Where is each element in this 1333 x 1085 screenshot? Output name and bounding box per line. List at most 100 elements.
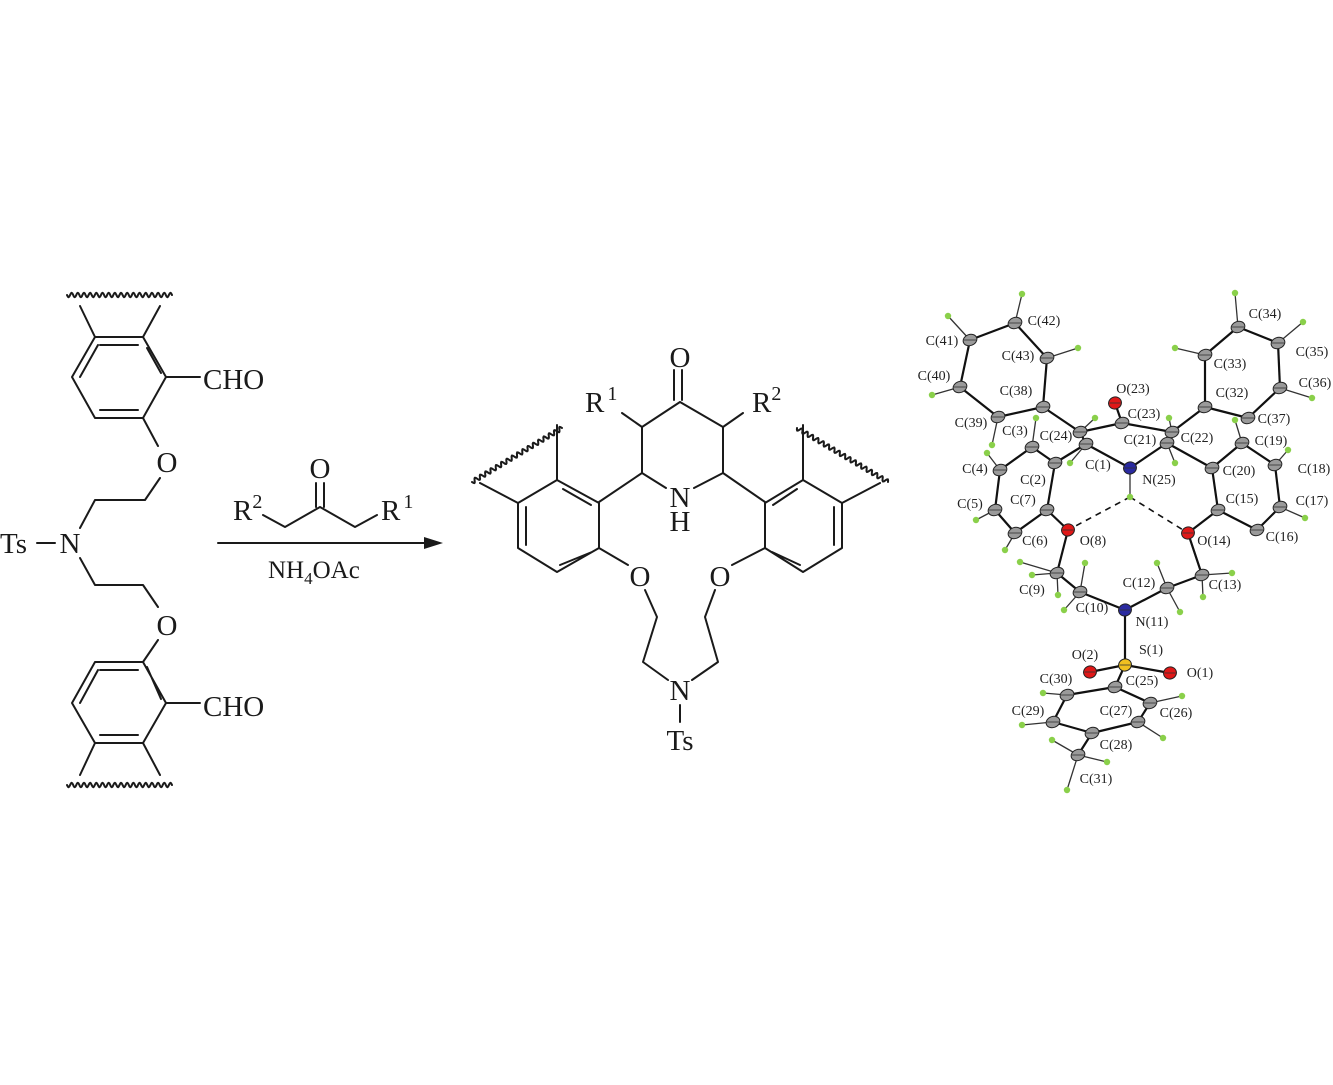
crystal-hydrogen-atom xyxy=(1001,546,1009,554)
reactant-linker xyxy=(36,417,161,608)
crystal-atom-label: C(6) xyxy=(1022,534,1048,549)
piperidone-ring xyxy=(598,369,766,503)
reaction-arrow-head xyxy=(424,537,443,549)
crystal-hydrogen-atom xyxy=(972,516,980,524)
product-r2-letter: R xyxy=(752,387,772,419)
crystal-atom-label: C(35) xyxy=(1296,345,1329,360)
crystal-atom-label: O(2) xyxy=(1072,648,1099,663)
crystal-hydrogen-atom xyxy=(1074,344,1082,352)
crystal-hydrogen-atom xyxy=(1308,394,1316,402)
crystal-bond xyxy=(1241,442,1276,466)
crystal-atom-label: C(12) xyxy=(1123,576,1156,591)
crystal-hydrogen-atom xyxy=(944,312,952,320)
product-nh-nitrogen: N xyxy=(670,482,691,514)
crystal-atom-label: C(34) xyxy=(1249,307,1282,322)
crystal-hydrogen-atom xyxy=(1199,593,1207,601)
ketone-r2-superscript: 2 xyxy=(252,491,262,513)
crystal-hydrogen-atom xyxy=(1153,559,1161,567)
crystal-atom-label: C(43) xyxy=(1002,349,1035,364)
crystal-hydrogen-atom xyxy=(1228,569,1236,577)
crystal-atom-label: C(1) xyxy=(1085,458,1111,473)
crystal-hydrogen-atom xyxy=(1299,318,1307,326)
tosyl-label: Ts xyxy=(0,528,27,560)
crystal-atom-label: C(7) xyxy=(1010,493,1036,508)
crystal-hydrogen-atom xyxy=(1178,692,1186,700)
crystal-hydrogen-atom xyxy=(1231,289,1239,297)
crystal-atom-label: C(18) xyxy=(1298,462,1331,477)
ketone-skeleton xyxy=(262,482,378,528)
crystal-atom-labels: C(42)C(41)C(43)C(40)C(38)C(39)C(3)C(24)C… xyxy=(918,307,1332,787)
product-left-ring xyxy=(479,424,629,573)
crystal-bond xyxy=(1247,387,1281,419)
crystal-bond xyxy=(1121,421,1173,434)
crystal-bond xyxy=(958,339,972,388)
ether-oxygen-bottom: O xyxy=(157,610,178,642)
product-amine-nitrogen: N xyxy=(670,675,691,707)
product-ether-oxygen-right: O xyxy=(710,561,731,593)
crystal-atom-label: C(20) xyxy=(1223,464,1256,479)
product-nh-hydrogen: H xyxy=(670,506,691,538)
crystal-hydrogen-atom xyxy=(1066,459,1074,467)
crystal-atom-label: C(31) xyxy=(1080,772,1113,787)
crystal-atom-label: C(13) xyxy=(1209,578,1242,593)
crystal-bond xyxy=(1276,342,1282,389)
aldehyde-top-label: CHO xyxy=(203,364,264,396)
crystal-bond xyxy=(997,405,1044,419)
crystal-hydrogen-atom xyxy=(1171,344,1179,352)
crystal-bond xyxy=(959,386,999,418)
crystal-bond xyxy=(1166,442,1213,469)
crystal-atom-label: C(37) xyxy=(1258,412,1291,427)
condition-subscript: 4 xyxy=(304,569,313,588)
crystal-hydrogen-atom xyxy=(1032,414,1040,422)
crystal-hydrogen-atom xyxy=(1060,606,1068,614)
crystal-hydrogen-atom xyxy=(1176,608,1184,616)
crystal-atom-label: C(22) xyxy=(1181,431,1214,446)
product-r2-superscript: 2 xyxy=(771,383,781,405)
crystal-atom-label: C(29) xyxy=(1012,704,1045,719)
crystal-atom-label: C(19) xyxy=(1255,434,1288,449)
crystal-bond xyxy=(1091,720,1139,735)
crystal-hydrogen-atom xyxy=(1016,558,1024,566)
crystal-atom-label: C(41) xyxy=(926,334,959,349)
crystal-structure-ortep: C(42)C(41)C(43)C(40)C(38)C(39)C(3)C(24)C… xyxy=(918,289,1332,794)
condition-oac: OAc xyxy=(313,557,360,584)
product-ether-oxygen-left: O xyxy=(630,561,651,593)
crystal-hydrogen-atom xyxy=(928,391,936,399)
crystal-atom-label: C(33) xyxy=(1214,357,1247,372)
ether-oxygen-top: O xyxy=(157,447,178,479)
crystal-atom-label: C(38) xyxy=(1000,384,1033,399)
crystal-hydrogen-atom xyxy=(1054,591,1062,599)
crystal-atom-label: C(10) xyxy=(1076,601,1109,616)
crystal-atom-label: C(26) xyxy=(1160,706,1193,721)
crystal-nh-hydrogen xyxy=(1126,493,1134,501)
product-tosyl-label: Ts xyxy=(667,725,694,757)
ketone-r1-letter: R xyxy=(381,495,401,527)
crystal-atom-label: C(16) xyxy=(1266,530,1299,545)
wavy-bond-bottom xyxy=(66,781,173,789)
crystal-bond xyxy=(1066,685,1116,697)
crystal-atom-label: C(2) xyxy=(1020,473,1046,488)
product-right-ring xyxy=(731,424,881,573)
product-r1-letter: R xyxy=(585,387,605,419)
crystal-bond xyxy=(1210,467,1220,511)
wavy-bond-left xyxy=(471,425,563,485)
crystal-hydrogen-atom xyxy=(1063,786,1071,794)
crystal-atom-label: S(1) xyxy=(1139,643,1163,658)
crystal-atom-label: C(4) xyxy=(962,462,988,477)
crystal-hydrogen-atom xyxy=(1048,736,1056,744)
crystal-atom-label: C(23) xyxy=(1128,407,1161,422)
crystal-bond xyxy=(1079,590,1126,612)
crystal-atom-label: C(21) xyxy=(1124,433,1157,448)
crystal-atom-label: C(3) xyxy=(1002,424,1028,439)
crystal-hydrogen-atom xyxy=(1165,414,1173,422)
crystal-atom-label: C(5) xyxy=(957,497,983,512)
ketone-r1-superscript: 1 xyxy=(403,491,413,513)
amine-nitrogen: N xyxy=(60,528,81,560)
crystal-hydrogen-bond-dashed xyxy=(1129,496,1189,534)
product-carbonyl-oxygen: O xyxy=(670,342,691,374)
reactant-bottom-ring xyxy=(71,639,201,776)
condition-nh: NH xyxy=(268,557,304,584)
